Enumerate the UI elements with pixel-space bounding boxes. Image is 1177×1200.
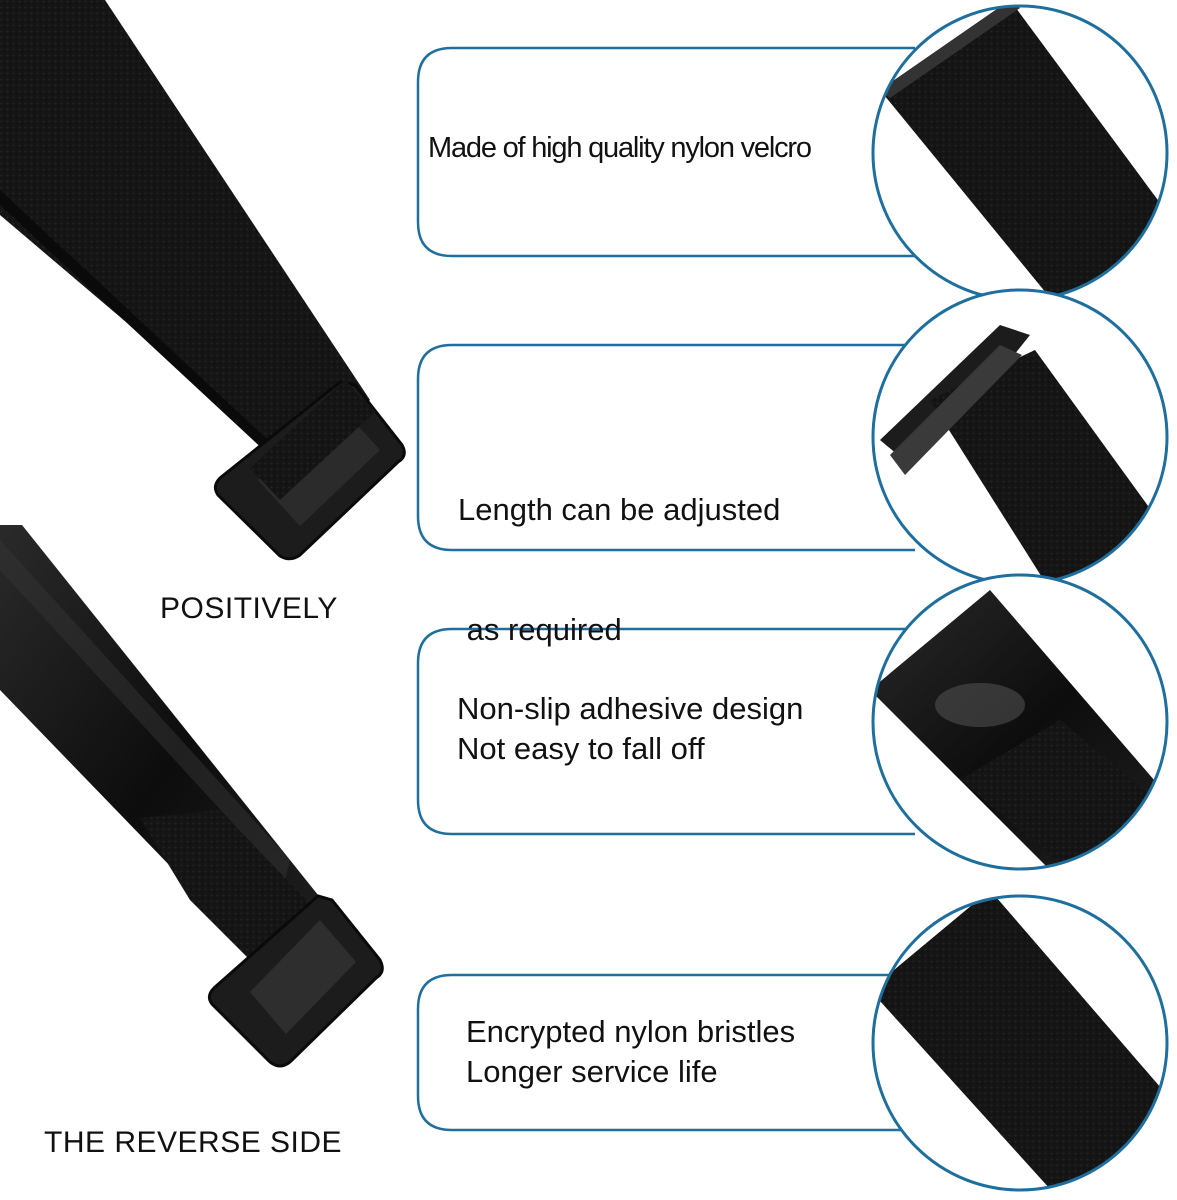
detail-circle-bristles: [871, 894, 1169, 1192]
detail-circle-adhesive: [871, 573, 1169, 871]
callout-bristles-line-2: Longer service life: [466, 1054, 718, 1089]
front-side-label: POSITIVELY: [160, 592, 338, 625]
callout-adjustable-line-2: as required: [458, 612, 622, 647]
detail-circle-velcro: [871, 4, 1169, 302]
callout-adjustable-text: Length can be adjusted as required: [458, 410, 780, 730]
detail-circle-buckle: [871, 288, 1169, 586]
callout-bristles-text: Encrypted nylon bristles Longer service …: [466, 1012, 795, 1092]
strap-front-image: [0, 0, 406, 561]
callout-velcro-text: Made of high quality nylon velcro: [428, 128, 812, 168]
callout-adhesive-line-1: Non-slip adhesive design: [457, 691, 804, 726]
callout-adjustable-line-1: Length can be adjusted: [458, 492, 781, 527]
strap-back-image: [0, 525, 384, 1068]
callout-adhesive-line-2: Not easy to fall off: [457, 731, 705, 766]
callout-adhesive-text: Non-slip adhesive design Not easy to fal…: [457, 689, 803, 769]
callout-bristles-line-1: Encrypted nylon bristles: [466, 1014, 796, 1049]
reverse-side-label: THE REVERSE SIDE: [44, 1126, 343, 1159]
callout-frames: [416, 46, 915, 1132]
callout-velcro-line-1: Made of high quality nylon velcro: [428, 132, 812, 164]
